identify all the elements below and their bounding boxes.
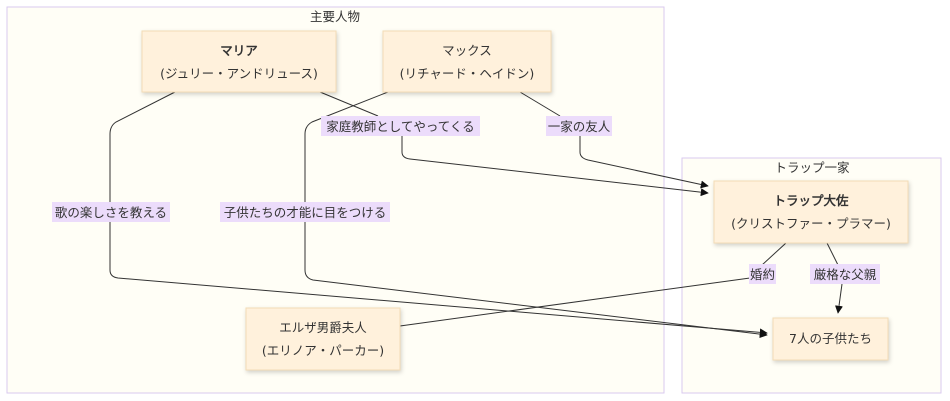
- edge-label-maria-children: 歌の楽しさを教える: [52, 202, 170, 222]
- node-max-actor: (リチャード・ヘイドン): [400, 66, 535, 81]
- edge-label-maria-captain: 家庭教師としてやってくる: [321, 116, 480, 136]
- svg-text:家庭教師としてやってくる: 家庭教師としてやってくる: [326, 119, 474, 134]
- node-captain[interactable]: トラップ大佐 (クリストファー・プラマー): [713, 180, 909, 244]
- svg-text:歌の楽しさを教える: 歌の楽しさを教える: [55, 205, 167, 220]
- edge-captain-children-b: [835, 283, 843, 314]
- node-max[interactable]: マックス (リチャード・ヘイドン): [382, 30, 552, 93]
- node-children-name: 7人の子供たち: [789, 331, 872, 346]
- svg-text:一家の友人: 一家の友人: [548, 119, 611, 134]
- cluster-family-title: トラップ一家: [774, 160, 850, 175]
- cluster-main-title: 主要人物: [310, 9, 360, 24]
- node-children[interactable]: 7人の子供たち: [772, 317, 889, 361]
- svg-text:婚約: 婚約: [750, 267, 775, 282]
- node-maria[interactable]: マリア (ジュリー・アンドリュース): [141, 30, 337, 93]
- node-maria-actor: (ジュリー・アンドリュース): [160, 66, 318, 81]
- node-elsa[interactable]: エルザ男爵夫人 (エリノア・パーカー): [245, 307, 401, 371]
- edge-label-captain-children: 厳格な父親: [810, 264, 880, 284]
- node-captain-actor: (クリストファー・プラマー): [731, 216, 891, 231]
- node-elsa-actor: (エリノア・パーカー): [262, 343, 384, 358]
- edge-captain-children-a: [826, 242, 839, 266]
- edge-label-elsa-captain: 婚約: [749, 264, 776, 284]
- edge-label-max-captain: 一家の友人: [546, 116, 612, 136]
- edge-maria-captain-a: [319, 91, 379, 117]
- edge-max-captain-b: [579, 136, 709, 189]
- edge-elsa-captain-b: [761, 242, 787, 266]
- svg-text:子供たちの才能に目をつける: 子供たちの才能に目をつける: [224, 205, 387, 220]
- node-elsa-name: エルザ男爵夫人: [279, 320, 367, 335]
- edge-max-captain-a: [519, 91, 561, 117]
- edge-label-max-children: 子供たちの才能に目をつける: [220, 202, 390, 222]
- node-maria-name: マリア: [220, 43, 258, 58]
- edge-maria-captain-b: [401, 136, 709, 197]
- node-captain-name: トラップ大佐: [773, 193, 849, 208]
- node-max-name: マックス: [442, 43, 492, 58]
- svg-text:厳格な父親: 厳格な父親: [814, 267, 877, 282]
- edge-elsa-captain-a: [399, 277, 751, 327]
